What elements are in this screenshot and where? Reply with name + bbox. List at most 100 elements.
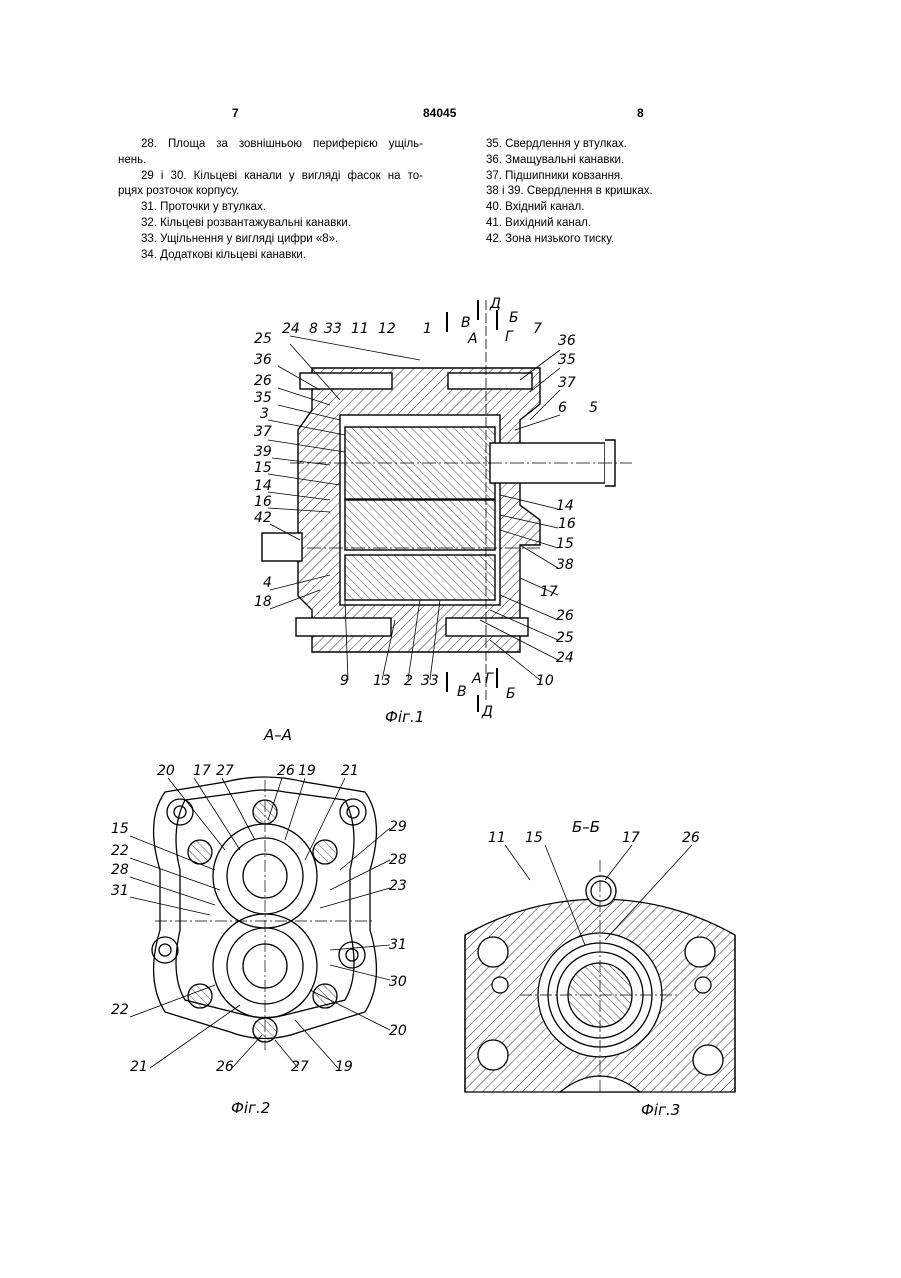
fig2-label: 22	[111, 1002, 129, 1018]
fig2-label: 31	[111, 883, 129, 899]
fig3-label: 11	[488, 830, 506, 846]
fig1-label: 25	[556, 630, 574, 646]
fig1-label: 11	[351, 321, 369, 337]
fig2-label: 20	[157, 763, 175, 779]
fig1-section-mark: Д	[489, 296, 501, 312]
fig2-label: 26	[277, 763, 295, 779]
fig1-label: 7	[533, 321, 542, 337]
fig3-hole-small	[492, 977, 508, 993]
fig2-label: 17	[193, 763, 211, 779]
fig1-label: 6	[558, 400, 567, 416]
fig1-label: 14	[254, 478, 272, 494]
fig2-label: 29	[389, 819, 407, 835]
fig2-label: 28	[389, 852, 407, 868]
fig1-label: 39	[254, 444, 272, 460]
fig3-section-title: Б–Б	[572, 818, 600, 836]
fig2-mount-hole-inner	[346, 949, 358, 961]
fig1-label: 37	[558, 375, 576, 391]
fig1-drawing	[262, 300, 632, 700]
fig2-caption: Фіг.2	[231, 1099, 270, 1117]
fig2-label: 27	[216, 763, 234, 779]
fig1-label: 15	[556, 536, 574, 552]
fig3-caption: Фіг.3	[641, 1101, 680, 1119]
fig1-bolt-bottom-right	[446, 618, 528, 636]
fig2-bolt	[313, 984, 337, 1008]
fig1-label: 13	[373, 673, 391, 689]
fig1-label: 26	[556, 608, 574, 624]
fig3-hole	[478, 937, 508, 967]
fig1-caption: Фіг.1	[385, 708, 424, 726]
fig1-section-mark: Б	[509, 310, 519, 326]
fig2-mount-hole-inner	[159, 944, 171, 956]
fig3-hole-small	[695, 977, 711, 993]
fig3-hole	[685, 937, 715, 967]
fig3-label: 17	[622, 830, 640, 846]
fig3-hole	[478, 1040, 508, 1070]
fig1-label: 9	[340, 673, 349, 689]
fig1-section-mark: А	[467, 331, 478, 347]
fig2-label: 21	[341, 763, 359, 779]
fig1-label: 42	[254, 510, 272, 526]
fig2-mount-hole-inner	[347, 806, 359, 818]
fig1-label: 36	[254, 352, 272, 368]
fig1-label: 2	[404, 673, 413, 689]
fig1-label: 33	[324, 321, 342, 337]
fig1-section-mark: Г	[505, 329, 514, 345]
fig1-label: 35	[254, 390, 272, 406]
fig1-label: 1	[423, 321, 432, 337]
fig2-label: 22	[111, 843, 129, 859]
fig3-label: 15	[525, 830, 543, 846]
fig1-label: 35	[558, 352, 576, 368]
fig1-label: 18	[254, 594, 272, 610]
fig1-section-mark: Г	[485, 671, 494, 687]
fig2-label: 21	[130, 1059, 148, 1075]
fig2-label: 31	[389, 937, 407, 953]
fig1-section-mark: В	[457, 684, 467, 700]
fig1-label: 33	[421, 673, 439, 689]
fig2-mount-hole	[339, 942, 365, 968]
fig1-label: 8	[309, 321, 318, 337]
fig1-label: 16	[254, 494, 272, 510]
fig1-label: 14	[556, 498, 574, 514]
fig1-label: 12	[378, 321, 396, 337]
fig1-label: 36	[558, 333, 576, 349]
fig2-label: 19	[335, 1059, 353, 1075]
fig1-section-mark: А	[471, 671, 482, 687]
fig1-bushing-lower	[345, 555, 495, 600]
fig1-section-mark: В	[461, 315, 471, 331]
fig1-label: 24	[282, 321, 300, 337]
fig2-label: 23	[389, 878, 407, 894]
fig1-label: 26	[254, 373, 272, 389]
fig2-drawing	[152, 777, 376, 1050]
fig1-label: 10	[536, 673, 554, 689]
fig1-section-mark: Б	[506, 686, 516, 702]
fig3-drawing	[465, 860, 735, 1092]
fig1-label: 38	[556, 557, 574, 573]
fig2-label: 30	[389, 974, 407, 990]
fig1-label: 37	[254, 424, 272, 440]
fig1-label: 5	[589, 400, 598, 416]
fig2-section-title: А–А	[263, 726, 292, 744]
fig2-label: 27	[291, 1059, 309, 1075]
fig3-label: 26	[682, 830, 700, 846]
fig1-section-mark: Д	[481, 704, 493, 720]
fig2-label: 19	[298, 763, 316, 779]
fig2-label: 15	[111, 821, 129, 837]
fig1-label: 3	[260, 406, 269, 422]
fig1-label: 17	[540, 584, 558, 600]
fig1-bolt-top-right	[448, 373, 532, 389]
fig3-hole	[693, 1045, 723, 1075]
fig1-plug	[262, 533, 302, 561]
fig1-gear-lower	[345, 500, 495, 550]
fig2-mount-hole	[340, 799, 366, 825]
fig1-label: 4	[263, 575, 272, 591]
fig2-label: 26	[216, 1059, 234, 1075]
fig2-bolt	[313, 840, 337, 864]
fig1-label: 15	[254, 460, 272, 476]
fig3-hole-top-inner	[591, 881, 611, 901]
fig1-bolt-bottom-left	[296, 618, 391, 636]
fig1-label: 24	[556, 650, 574, 666]
fig1-label: 25	[254, 331, 272, 347]
